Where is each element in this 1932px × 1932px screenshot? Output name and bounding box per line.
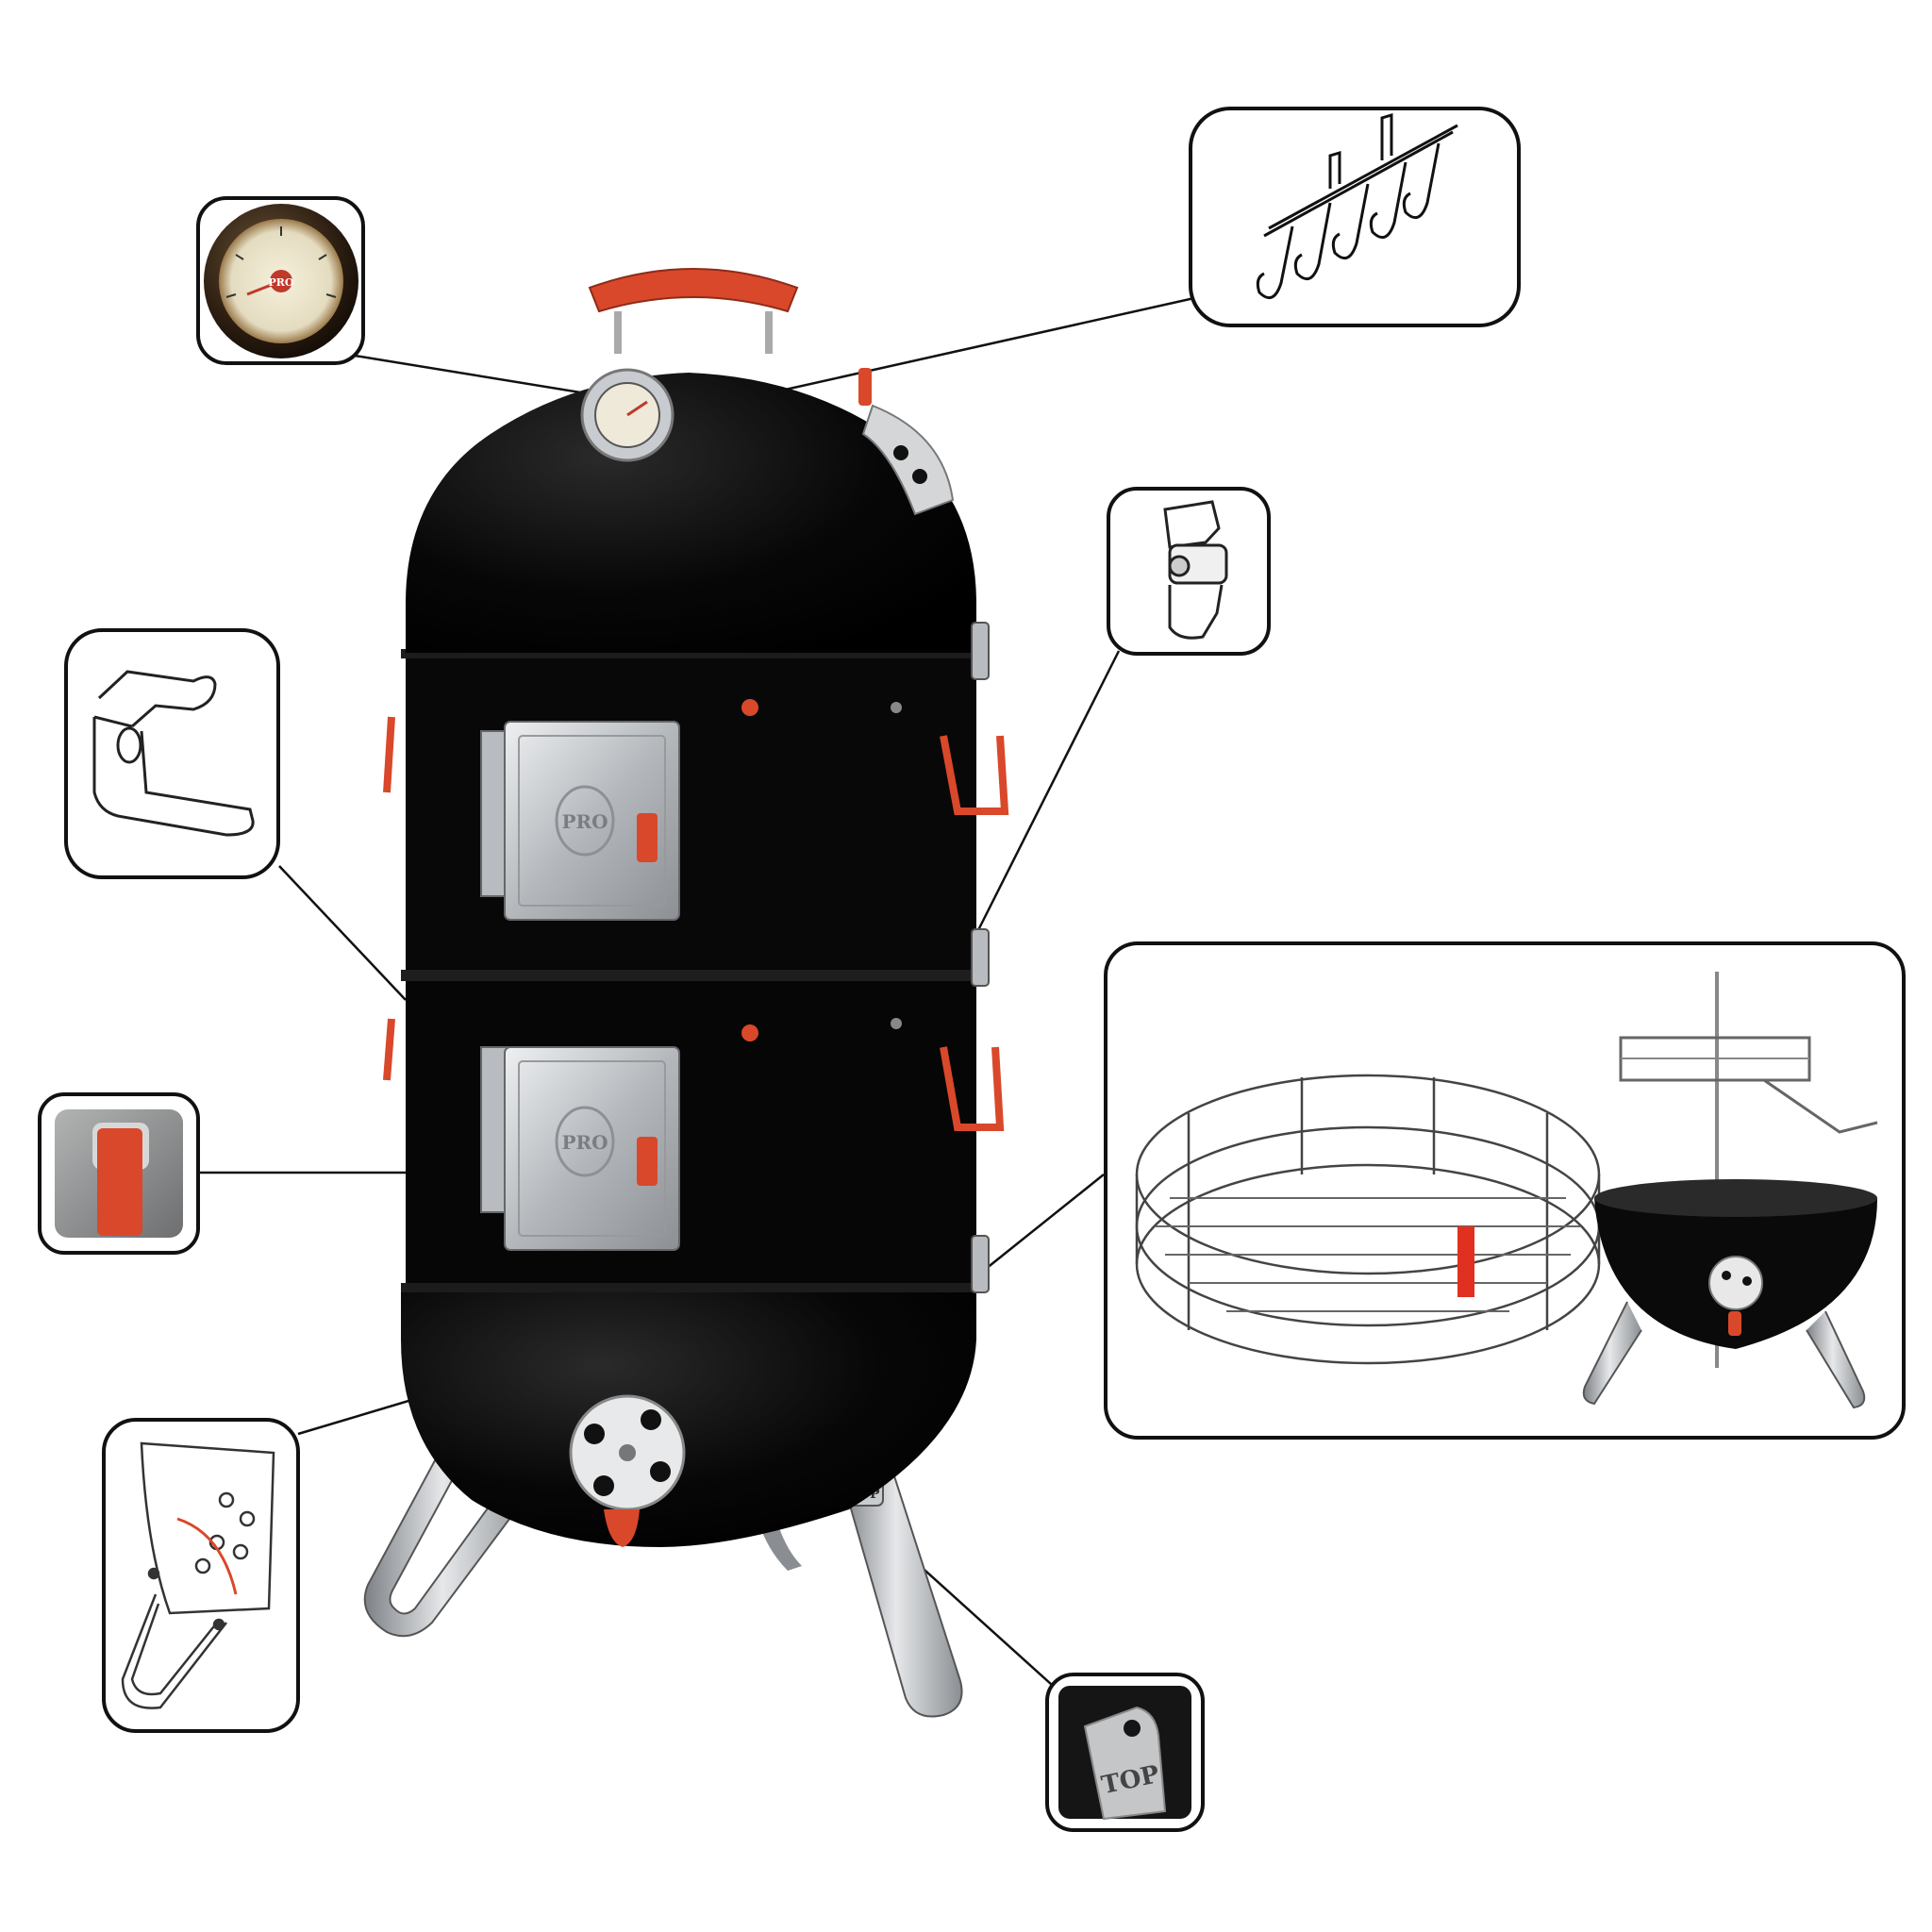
callout-hook-rack — [1189, 107, 1521, 327]
connector-latch — [974, 650, 1121, 935]
side-latches[interactable] — [971, 622, 990, 1293]
callout-door-knob — [38, 1092, 200, 1255]
hook-rack-icon — [1256, 112, 1458, 300]
lower-door-emblem: PRO — [561, 1131, 608, 1154]
lid-dome — [406, 373, 976, 653]
thermometer-emblem: PRO — [269, 276, 294, 289]
lid-holder-bracket-icon — [92, 670, 255, 837]
upper-door-knob[interactable] — [637, 813, 658, 862]
upper-door[interactable]: PRO — [480, 721, 680, 921]
rotisserie-grill-icon — [1582, 972, 1878, 1409]
smoker-body-group: TOP — [363, 268, 1009, 1718]
thermometer-icon: PRO — [204, 204, 358, 358]
top-vent[interactable] — [858, 368, 955, 516]
section-seam-3 — [401, 1283, 978, 1292]
section-seam-2 — [401, 970, 978, 981]
lower-dome — [401, 1288, 976, 1547]
lower-door-knob[interactable] — [637, 1137, 658, 1186]
callout-latch — [1107, 487, 1271, 656]
lid-thermometer — [580, 368, 675, 462]
connector-lid-holder — [278, 865, 407, 1001]
lid-handle[interactable] — [588, 268, 799, 354]
rivets — [741, 699, 902, 1041]
door-knob-icon — [55, 1109, 183, 1238]
callout-bottom-vent — [102, 1418, 300, 1733]
fire-basket-icon — [1135, 1074, 1601, 1365]
callout-leg-top: TOP — [1045, 1673, 1205, 1832]
callout-thermometer: PRO — [196, 196, 365, 365]
side-handles[interactable] — [383, 716, 1009, 1131]
latch-clip-icon — [1163, 500, 1228, 640]
connector-thermometer — [348, 353, 605, 398]
lower-door[interactable]: PRO — [480, 1046, 680, 1251]
bottom-vent[interactable] — [569, 1394, 686, 1547]
callout-lid-holder — [64, 628, 280, 879]
connector-hook-rack — [763, 296, 1195, 396]
connector-fire-basket — [985, 1174, 1105, 1270]
leg-bracket-icon: TOP — [1058, 1686, 1191, 1821]
upper-door-emblem: PRO — [561, 810, 608, 833]
vent-plate-icon — [121, 1441, 275, 1709]
callout-fire-basket — [1104, 941, 1906, 1440]
section-seam-1 — [401, 649, 978, 658]
